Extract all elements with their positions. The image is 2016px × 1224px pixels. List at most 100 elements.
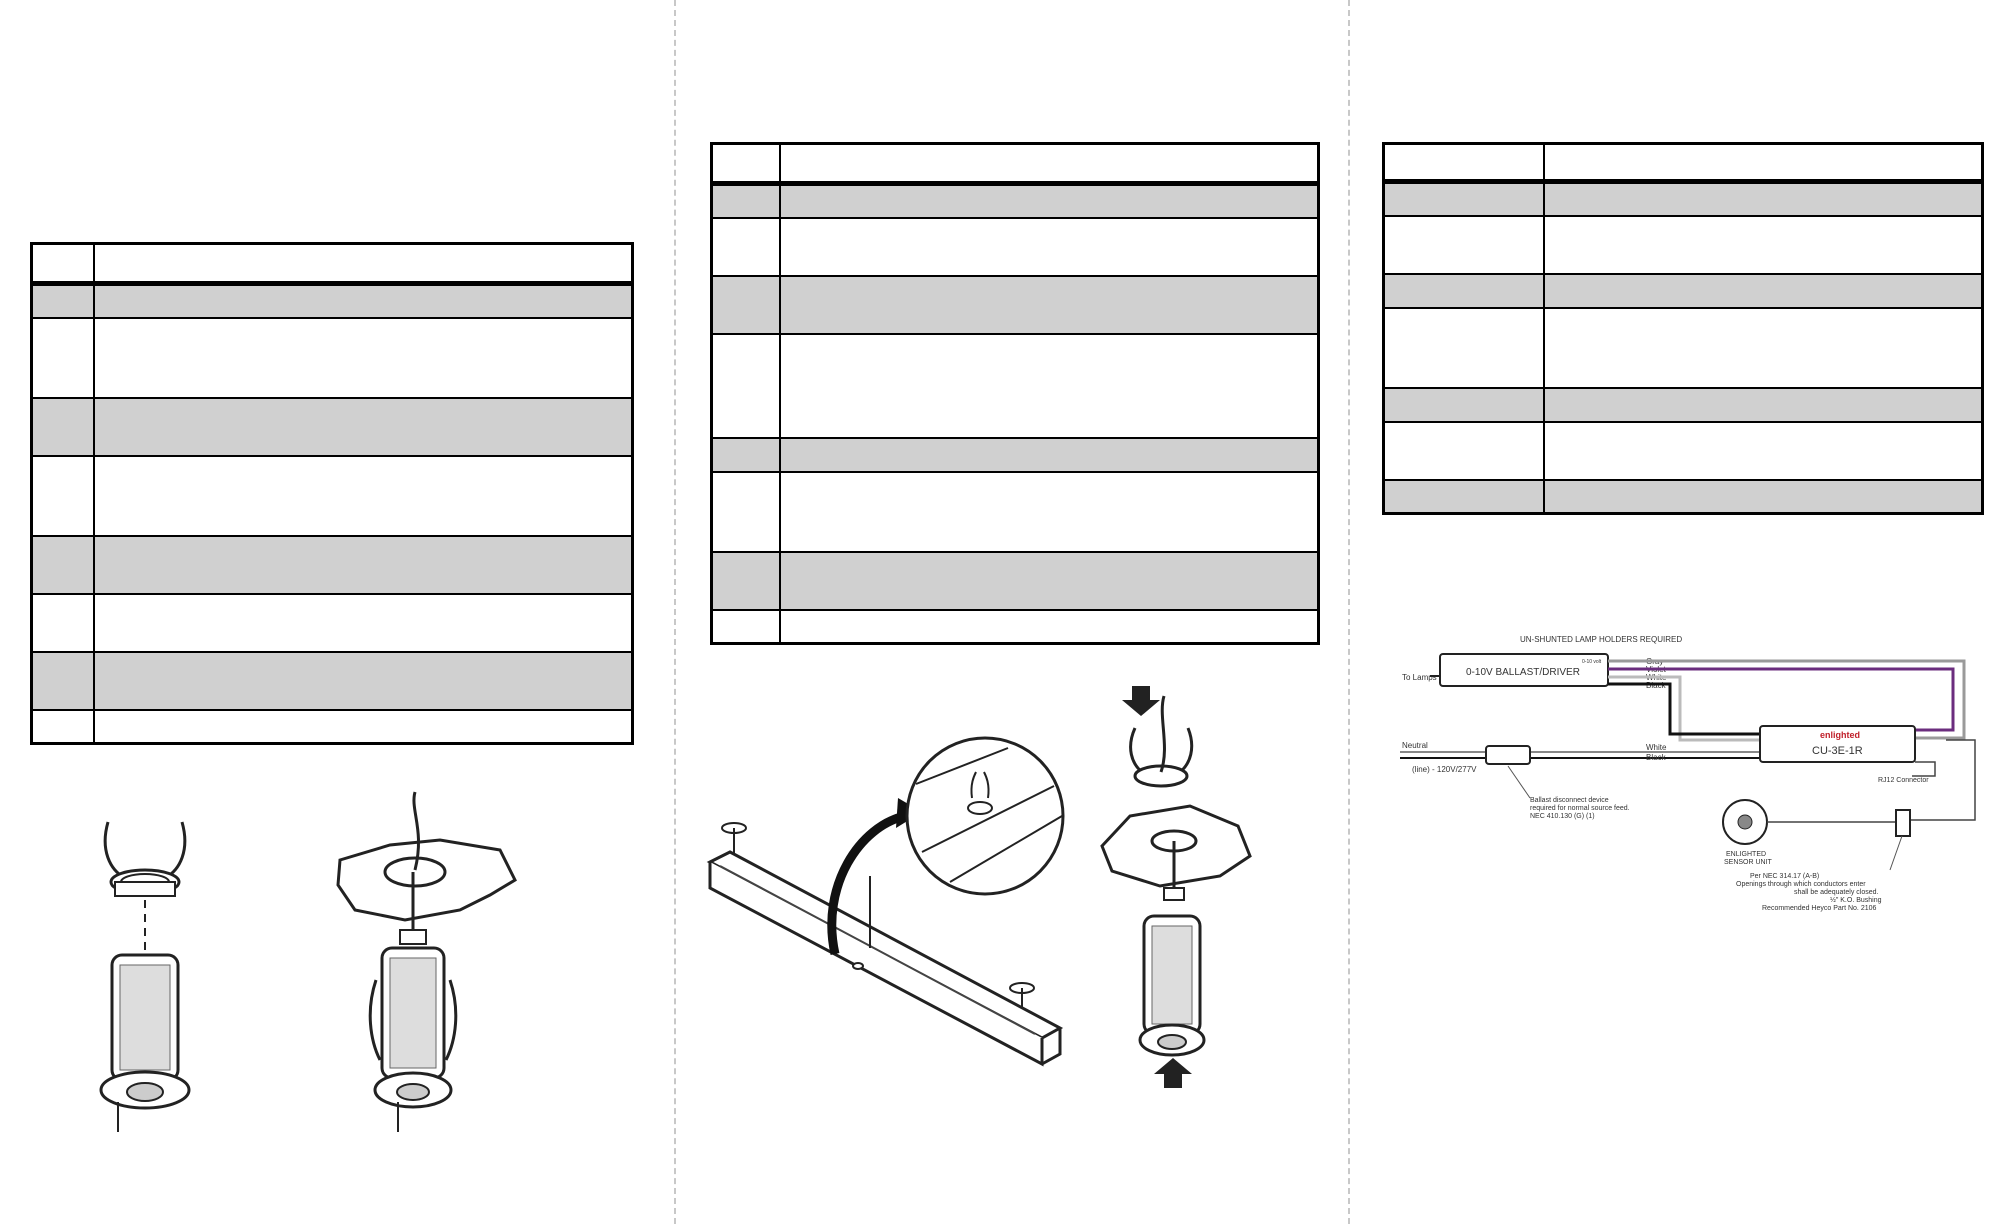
- table-row: [710, 608, 1320, 645]
- disconnect-note-2: required for normal source feed.: [1530, 805, 1630, 812]
- table-cell: [92, 316, 634, 399]
- table-cell: [92, 282, 634, 319]
- table-cell: [710, 436, 781, 473]
- zoom-detail-icon: [905, 736, 1065, 896]
- table-cell: [30, 242, 95, 286]
- brand-logo: enlighted: [1820, 730, 1860, 740]
- table-cell: [92, 242, 634, 286]
- table-cell: [1382, 306, 1545, 389]
- table-cell: [30, 708, 95, 745]
- table-cell: [778, 274, 1320, 335]
- table-header-row: [30, 242, 634, 286]
- nec-note-5: Recommended Heyco Part No. 2106: [1762, 905, 1876, 912]
- table-row: [30, 396, 634, 457]
- table-row: [1382, 306, 1984, 389]
- ballast-small-label: 0-10 volt: [1582, 659, 1602, 665]
- mounting-clip-icon: [103, 821, 187, 897]
- table-cell: [710, 182, 781, 219]
- sensor-assembly-illustration: [99, 791, 517, 1132]
- table-row: [1382, 180, 1984, 217]
- table-cell: [1542, 386, 1984, 423]
- table-cell: [710, 142, 781, 186]
- table-cell: [92, 708, 634, 745]
- table-cell: [92, 650, 634, 711]
- table-row: [30, 534, 634, 595]
- spec-table-middle: [710, 142, 1320, 645]
- table-cell: [1542, 478, 1984, 515]
- table-cell: [778, 182, 1320, 219]
- table-row: [710, 216, 1320, 277]
- arrow-down-icon: [1122, 686, 1160, 716]
- table-cell: [1382, 478, 1545, 515]
- neutral-label: Neutral: [1402, 741, 1428, 750]
- table-cell: [92, 454, 634, 537]
- table-cell: [1382, 386, 1545, 423]
- wiring-diagram: UN-SHUNTED LAMP HOLDERS REQUIRED 0-10V B…: [1400, 635, 1976, 912]
- table-cell: [710, 608, 781, 645]
- table-row: [1382, 214, 1984, 275]
- table-row: [710, 436, 1320, 473]
- to-lamps-label: To Lamps: [1402, 673, 1437, 682]
- spec-table-left: [30, 242, 634, 745]
- table-row: [30, 650, 634, 711]
- fixture-installation-illustration: [706, 686, 1252, 1088]
- disconnect-device: [1485, 745, 1531, 765]
- table-cell: [1382, 142, 1545, 184]
- table-cell: [710, 274, 781, 335]
- table-row: [1382, 420, 1984, 481]
- table-row: [1382, 478, 1984, 515]
- table-cell: [30, 316, 95, 399]
- sensor-body-icon: [99, 953, 191, 1110]
- table-cell: [710, 550, 781, 611]
- table-cell: [30, 396, 95, 457]
- bushing-icon: [1895, 809, 1911, 837]
- table-cell: [1542, 306, 1984, 389]
- nec-note-3: shall be adequately closed.: [1794, 889, 1879, 896]
- table-cell: [778, 332, 1320, 439]
- sensor-body-icon: [1138, 914, 1206, 1057]
- table-cell: [1542, 420, 1984, 481]
- table-cell: [1542, 142, 1984, 184]
- wire-label-black-2: Black: [1646, 753, 1667, 762]
- nec-note-2: Openings through which conductors enter: [1736, 881, 1866, 888]
- table-row: [1382, 272, 1984, 309]
- table-cell: [30, 592, 95, 653]
- table-cell: [30, 454, 95, 537]
- installed-sensor-icon: [368, 946, 458, 1109]
- table-cell: [92, 396, 634, 457]
- ballast-label: 0-10V BALLAST/DRIVER: [1466, 667, 1580, 678]
- arrow-up-icon: [1154, 1058, 1192, 1088]
- table-row: [710, 274, 1320, 335]
- table-row: [30, 592, 634, 653]
- control-unit-model: CU-3E-1R: [1812, 745, 1863, 757]
- column-divider-right: [1348, 0, 1350, 1224]
- table-cell: [778, 216, 1320, 277]
- nec-note-4: ½" K.O. Bushing: [1830, 896, 1882, 904]
- table-row: [30, 454, 634, 537]
- spec-table-right: [1382, 142, 1984, 515]
- table-cell: [30, 282, 95, 319]
- sensor-label-2: SENSOR UNIT: [1724, 859, 1773, 866]
- table-row: [710, 470, 1320, 553]
- rj12-label: RJ12 Connector: [1878, 777, 1929, 784]
- table-cell: [1542, 180, 1984, 217]
- table-cell: [92, 592, 634, 653]
- table-cell: [1542, 214, 1984, 275]
- table-cell: [1382, 420, 1545, 481]
- unshunted-note: UN-SHUNTED LAMP HOLDERS REQUIRED: [1520, 635, 1682, 644]
- rj12-cable: [1912, 761, 1936, 777]
- table-cell: [710, 470, 781, 553]
- table-header-row: [710, 142, 1320, 186]
- mounting-clip-icon: [1129, 695, 1194, 788]
- table-cell: [778, 470, 1320, 553]
- hot-label: (line) - 120V/277V: [1412, 765, 1477, 774]
- table-cell: [710, 216, 781, 277]
- table-row: [710, 550, 1320, 611]
- disconnect-note-1: Ballast disconnect device: [1530, 797, 1609, 804]
- wire-label-white-2: White: [1646, 743, 1667, 752]
- gray-wire: [1608, 659, 1966, 740]
- table-cell: [710, 332, 781, 439]
- table-cell: [778, 608, 1320, 645]
- table-row: [30, 708, 634, 745]
- table-cell: [1382, 214, 1545, 275]
